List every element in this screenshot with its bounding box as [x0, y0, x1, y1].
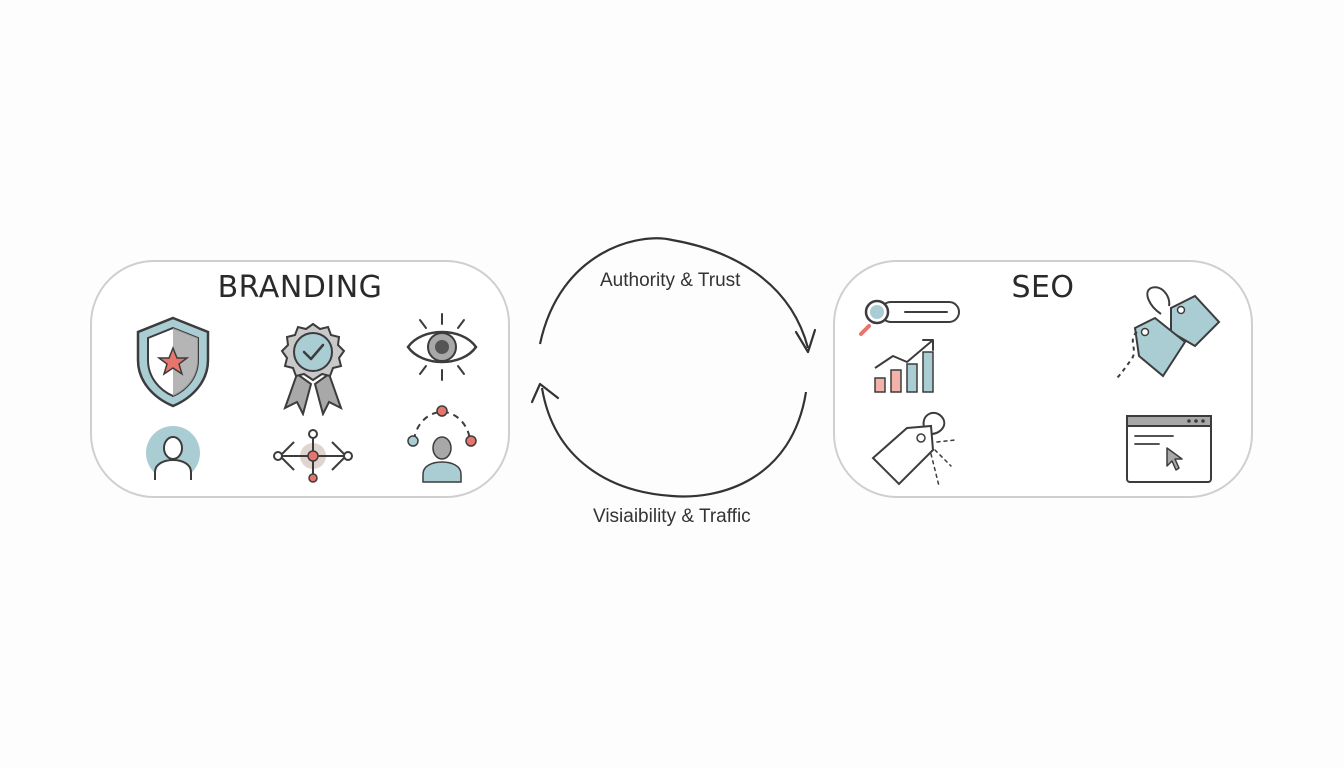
growth-chart-icon [874, 339, 934, 393]
browser-cursor-icon [1126, 415, 1212, 483]
seo-title: SEO [1011, 270, 1075, 305]
tag-icon [871, 411, 956, 487]
seo-panel: SEO [833, 260, 1253, 498]
price-tags-icon [1116, 286, 1221, 379]
authority-trust-label: Authority & Trust [600, 270, 741, 291]
network-nodes-icon [273, 429, 353, 483]
branding-title: BRANDING [217, 270, 383, 305]
eye-icon [406, 313, 478, 381]
user-avatar-icon [146, 426, 200, 480]
search-bar-icon [859, 299, 960, 336]
visibility-traffic-label: Visiaibility & Traffic [593, 506, 751, 527]
award-ribbon-check-icon [280, 322, 346, 416]
bottom-arrowhead [530, 382, 560, 404]
shield-star-icon [136, 316, 210, 408]
cycle-arrows [530, 237, 817, 498]
person-connections-icon [407, 405, 477, 483]
bottom-cycle-arrow [540, 387, 808, 498]
top-cycle-arrow [538, 237, 810, 349]
branding-panel: BRANDING [90, 260, 510, 498]
top-arrowhead [794, 328, 817, 354]
